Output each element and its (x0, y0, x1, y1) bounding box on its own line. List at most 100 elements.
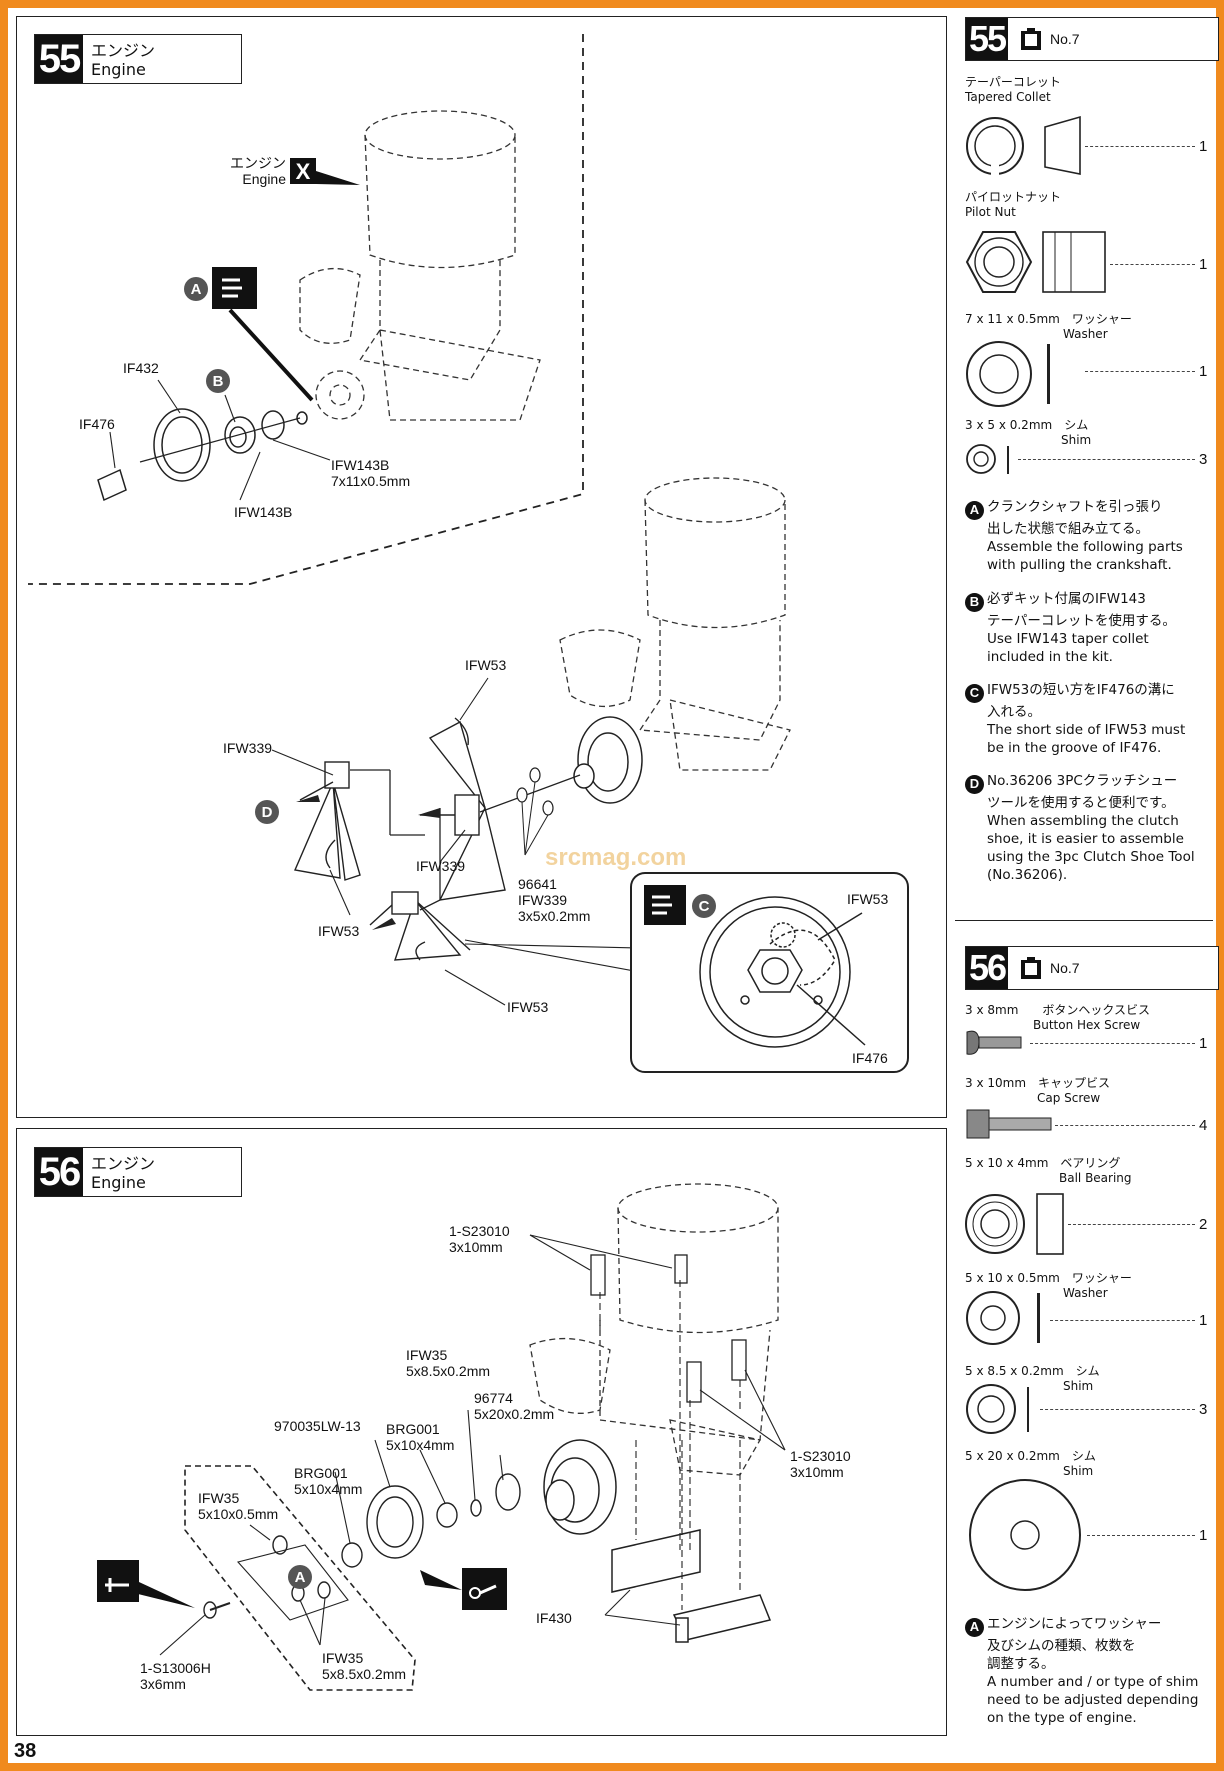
label-ifw53-top: IFW53 (465, 657, 507, 673)
part-cap-screw-jp: 3 x 10mm キャップビス (965, 1076, 1111, 1090)
label-if432: IF432 (123, 360, 159, 376)
label-ifw143b-b: IFW143B (234, 504, 293, 520)
step56-number: 56 (35, 1148, 83, 1196)
note-b-line2: テーパーコレットを使用する。 (987, 612, 1176, 629)
part-shim-en: Shim (1061, 433, 1092, 447)
part-cap-screw-en: Cap Screw (1037, 1091, 1101, 1105)
label-s13006h-size: 3x6mm (140, 1676, 186, 1692)
note-56-a-line4: A number and / or type of shim (987, 1673, 1199, 1690)
note-d-line4: shoe, it is easier to assemble (987, 830, 1184, 847)
part-pilot-nut-en: Pilot Nut (965, 205, 1016, 219)
engine-label-en: Engine (242, 171, 286, 187)
rotate-tool-icon (462, 1568, 507, 1610)
label-lw13: 970035LW-13 (274, 1418, 361, 1434)
label-96774: 96774 (474, 1390, 513, 1406)
label-s23010-top-size: 3x10mm (449, 1239, 503, 1255)
lower-flywheel (573, 716, 643, 804)
part-pilot-nut-jp: パイロットナット (965, 190, 1062, 204)
note-c-line3: The short side of IFW53 must (987, 721, 1186, 738)
qty-washer56: 1 (1199, 1312, 1208, 1329)
engine-lower (559, 477, 791, 771)
engine-label-jp: エンジン (230, 155, 286, 171)
step55-title-jp: エンジン (91, 41, 156, 60)
note-a-line2: 出した状態で組み立てる。 (987, 520, 1149, 537)
note-d-line5: using the 3pc Clutch Shoe Tool (987, 848, 1195, 865)
step56-panel (16, 1128, 947, 1736)
engine-not-included-box (290, 158, 316, 184)
note-c-line1: IFW53の短い方をIF476の溝に (987, 682, 1175, 698)
detail-label-if476: IF476 (852, 1050, 888, 1066)
part-washer-img (966, 341, 1050, 407)
marker-a: A (184, 277, 208, 301)
part-shim20-en: Shim (1063, 1464, 1094, 1478)
label-96774-size: 5x20x0.2mm (474, 1406, 555, 1422)
note-56-a-line2: 及びシムの種類、枚数を (987, 1637, 1136, 1654)
label-s23010-right: 1-S23010 (790, 1448, 851, 1464)
screw-tool-icon (97, 1560, 139, 1602)
marker-d: D (255, 800, 279, 824)
step55-number: 55 (35, 35, 83, 83)
note-b-line3: Use IFW143 taper collet (987, 630, 1149, 647)
sidebar-divider (955, 920, 1213, 921)
label-ifw339-shim: IFW339 (518, 892, 568, 908)
qty-washer: 1 (1199, 363, 1208, 380)
part-shim20-jp: 5 x 20 x 0.2mm シム (965, 1449, 1096, 1463)
part-tapered-collet-jp: テーパーコレット (965, 75, 1061, 89)
part-ball-bearing-jp: 5 x 10 x 4mm ベアリング (965, 1156, 1121, 1170)
note-b-line1: 必ずキット付属のIFW143 (987, 591, 1146, 607)
label-brg001-a-size: 5x10x4mm (386, 1437, 455, 1453)
leader-cap-screw (1055, 1125, 1195, 1126)
marker-c: C (692, 894, 716, 918)
label-ifw53-left: IFW53 (318, 923, 360, 939)
qty-shim20: 1 (1199, 1527, 1208, 1544)
note-c-line4: be in the groove of IF476. (987, 739, 1162, 756)
qty-ball-bearing: 2 (1199, 1216, 1208, 1233)
marker-a-56: A (288, 1565, 312, 1589)
label-brg001-b-size: 5x10x4mm (294, 1481, 363, 1497)
note-a-line3: Assemble the following parts (987, 538, 1183, 555)
leader-button-hex (1030, 1043, 1195, 1044)
part-shim85-jp: 5 x 8.5 x 0.2mm シム (965, 1364, 1100, 1378)
note-c-line2: 入れる。 (987, 703, 1041, 720)
clutch-shoe-assembly (294, 717, 506, 961)
detail-label-ifw53: IFW53 (847, 891, 889, 907)
note-56-a-line6: on the type of engine. (987, 1709, 1137, 1726)
part-shim20-img (969, 1479, 1081, 1591)
qty-cap-screw: 4 (1199, 1117, 1208, 1134)
note-b-line4: included in the kit. (987, 648, 1113, 665)
page-number: 38 (14, 1740, 37, 1762)
note-d-line2: ツールを使用すると便利です。 (987, 794, 1175, 811)
leader-shim20 (1087, 1535, 1195, 1536)
label-ifw339-shim-size: 3x5x0.2mm (518, 908, 591, 924)
leader-pilot-nut (1110, 264, 1195, 265)
step56-illustration (97, 1183, 786, 1691)
qty-shim: 3 (1199, 451, 1208, 468)
label-96641: 96641 (518, 876, 557, 892)
step55-badge: 55 エンジン Engine (34, 34, 242, 84)
engine-upper (299, 110, 541, 421)
marker-b: B (206, 369, 230, 393)
engine-56 (529, 1183, 779, 1476)
qty-tapered-collet: 1 (1199, 138, 1208, 155)
label-brg001-a: BRG001 (386, 1421, 440, 1437)
note-56-a-mark: A (965, 1617, 984, 1637)
label-s13006h: 1-S13006H (140, 1660, 211, 1676)
sidebar56-bag: No.7 (1050, 960, 1080, 976)
step55-illustration: X (28, 34, 909, 1073)
note-56-a-line3: 調整する。 (987, 1655, 1055, 1672)
note-a-line1: クランクシャフトを引っ張り (987, 499, 1163, 515)
note-d-mark: D (965, 774, 984, 794)
label-ifw339-mid: IFW339 (416, 858, 466, 874)
part-washer56-jp: 5 x 10 x 0.5mm ワッシャー (965, 1271, 1132, 1285)
part-button-hex-jp: 3 x 8mm ボタンヘックスビス (965, 1003, 1151, 1017)
part-tapered-collet-en: Tapered Collet (965, 90, 1051, 104)
part-button-hex-img (966, 1030, 1022, 1055)
part-washer-en: Washer (1063, 327, 1108, 341)
label-ifw35-bottom: IFW35 (322, 1650, 364, 1666)
step56-title-en: Engine (91, 1173, 146, 1192)
